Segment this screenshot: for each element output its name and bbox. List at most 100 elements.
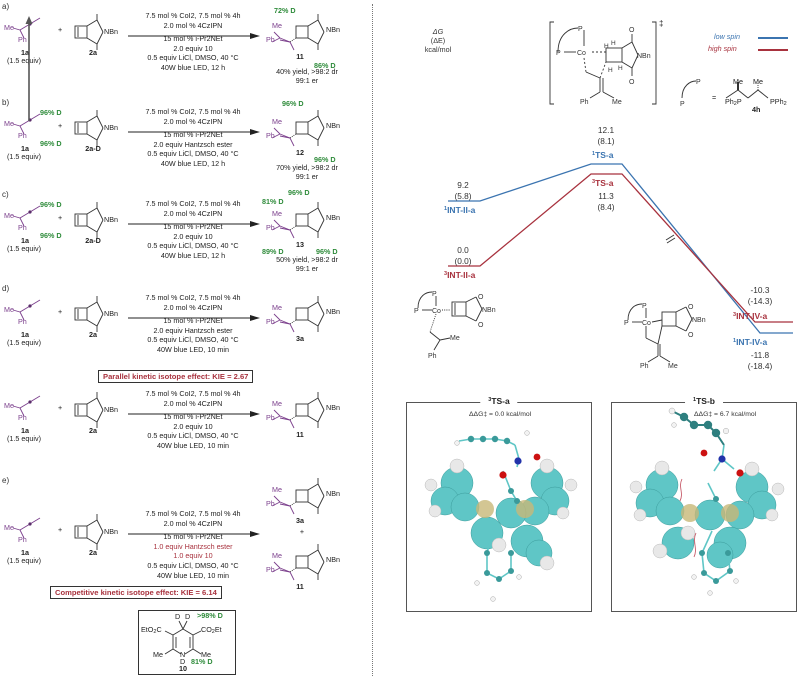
product-d-label: 72% D	[274, 6, 296, 15]
condition-line: 40W blue LED, 10 min	[157, 344, 229, 354]
product-structure	[271, 392, 325, 429]
reagent-10-ester-right: CO2Et	[201, 625, 222, 635]
reagent-10-structure	[164, 620, 202, 655]
svg-text:Me: Me	[668, 363, 678, 370]
condition-line: 40W blue LED, 12 h	[160, 62, 226, 72]
ligand-equals: =	[712, 93, 717, 102]
condition-line: 0.5 equiv LiCl, DMSO, 40 °C	[147, 241, 239, 251]
int-iv-low-label: 1INT-IV-a	[733, 337, 767, 347]
int-ii-low-sup: 1	[444, 206, 448, 212]
reactant-2-d-label-bottom: 96% D	[40, 231, 62, 240]
structure-box-1ts-b-name: TS-b	[696, 396, 715, 406]
svg-text:H: H	[618, 65, 623, 72]
ligand-right-p: PPh2	[770, 97, 787, 107]
energy-axis	[25, 16, 33, 121]
reagent-10-id: 10	[179, 664, 187, 673]
imide-nbn-label: NBn	[104, 527, 118, 536]
ts-a-high-energy: 11.3 (8.4)	[581, 191, 631, 212]
condition-line: 2.0 mol % 4CzIPN	[163, 116, 223, 126]
ts-a-high-label: 3TS-a	[592, 178, 613, 188]
reactant-1a-id: 1a	[21, 236, 29, 245]
product-result: 99:1 er	[295, 263, 319, 273]
reagent-10-me-right: Me	[201, 650, 211, 659]
allene-1a-structure	[12, 205, 41, 227]
allene-me-label: Me	[4, 23, 14, 32]
product-d-label: 96% D	[282, 99, 304, 108]
condition-line: 0.5 equiv LiCl, DMSO, 40 °C	[147, 431, 239, 441]
structure-box-3ts-a-sup: 3	[488, 397, 492, 403]
structure-box-1ts-b-title: 1TS-b	[685, 396, 723, 406]
product-me-label: Me	[272, 399, 282, 408]
structure-box-3ts-a-title: 3TS-a	[480, 396, 518, 406]
int-iv-low-dg: -11.8	[750, 350, 770, 360]
int-iv-structure: P P Co O O NBn Ph Me	[624, 303, 706, 370]
int-ii-high-label: 3INT-II-a	[444, 270, 475, 280]
int-ii-low-de: (5.8)	[454, 190, 472, 201]
product-structure	[271, 202, 325, 239]
reagent-10-d2: D	[185, 612, 191, 621]
panel-divider	[372, 4, 373, 676]
condition-line: 2.0 mol % 4CzIPN	[163, 20, 223, 30]
legend-label-low-spin: low spin	[714, 32, 740, 41]
product-ph-label: Ph	[266, 35, 275, 44]
product-ph-label: Ph	[266, 413, 275, 422]
condition-line: 15 mol % i-Pr2NEt	[163, 34, 223, 44]
product-result: 99:1 er	[295, 75, 319, 85]
condition-line: 0.5 equiv LiCl, DMSO, 40 °C	[147, 335, 239, 345]
reactant-2-id: 2a	[89, 426, 97, 435]
int-ii-high-base: INT-II-a	[447, 270, 476, 280]
int-ii-high-dg: 0.0	[457, 245, 469, 255]
reactant-2-id: 2a-D	[85, 236, 101, 245]
int-iv-low-sup: 1	[733, 338, 737, 344]
condition-line: 40W blue LED, 12 h	[160, 158, 226, 168]
product-result: 70% yield, >98:2 dr	[276, 163, 338, 172]
product-nbn-label: NBn	[326, 25, 340, 34]
product-nbn-label: NBn	[326, 307, 340, 316]
ts-structure: P P Co H H H H O O NBn Ph Me	[549, 21, 657, 106]
kie-result-box: Parallel kinetic isotope effect: KIE = 2…	[98, 370, 254, 383]
int-iv-high-sup: 3	[733, 312, 737, 318]
reactant-1a-id: 1a	[21, 330, 29, 339]
product-structure	[271, 544, 325, 581]
condition-line: 2.0 equiv Hantzsch ester	[153, 325, 233, 335]
product-ph-label: Ph	[266, 131, 275, 140]
plus-sign: +	[58, 403, 63, 412]
cyclobutene-2a-structure	[74, 296, 104, 332]
imide-nbn-label: NBn	[104, 405, 118, 414]
reactant-1a-equiv: (1.5 equiv)	[7, 56, 41, 65]
condition-line: 2.0 equiv 10	[173, 421, 213, 431]
product-plus-sign: +	[299, 527, 305, 536]
product-id: 11	[296, 582, 304, 591]
svg-text:O: O	[629, 27, 635, 34]
int-iv-high-label: 3INT-IV-a	[733, 311, 767, 321]
allene-ph-label: Ph	[18, 535, 27, 544]
product-nbn-label: NBn	[326, 489, 340, 498]
allene-1a-structure	[12, 395, 41, 417]
svg-text:H: H	[611, 40, 616, 47]
svg-text:NBn: NBn	[637, 53, 651, 60]
allene-ph-label: Ph	[18, 413, 27, 422]
condition-line: 15 mol % i-Pr2NEt	[163, 130, 223, 140]
reactant-2-d-label-bottom: 96% D	[40, 139, 62, 148]
plus-sign: +	[58, 25, 63, 34]
int-ii-low-energy: 9.2 (5.8)	[438, 180, 488, 201]
allene-me-label: Me	[4, 401, 14, 410]
axis-label-unit: kcal/mol	[424, 45, 452, 54]
svg-text:P: P	[578, 26, 583, 33]
reactant-1a-id: 1a	[21, 48, 29, 57]
allene-ph-label: Ph	[18, 35, 27, 44]
reactant-1a-id: 1a	[21, 144, 29, 153]
reactant-2-id: 2a-D	[85, 144, 101, 153]
product-result: 40% yield, >98:2 dr	[276, 67, 338, 76]
section-label: a)	[2, 2, 10, 11]
axis-label-de: (ΔE)	[430, 36, 446, 45]
svg-text:Me: Me	[612, 99, 622, 106]
ts-a-low-base: TS-a	[595, 150, 614, 160]
product-id: 13	[296, 240, 304, 249]
product-me-label: Me	[272, 551, 282, 560]
ts-a-low-energy: 12.1 (8.1)	[581, 125, 631, 146]
axis-break-icon	[665, 234, 676, 244]
int-iv-low-energy: -11.8 (-18.4)	[735, 350, 785, 371]
